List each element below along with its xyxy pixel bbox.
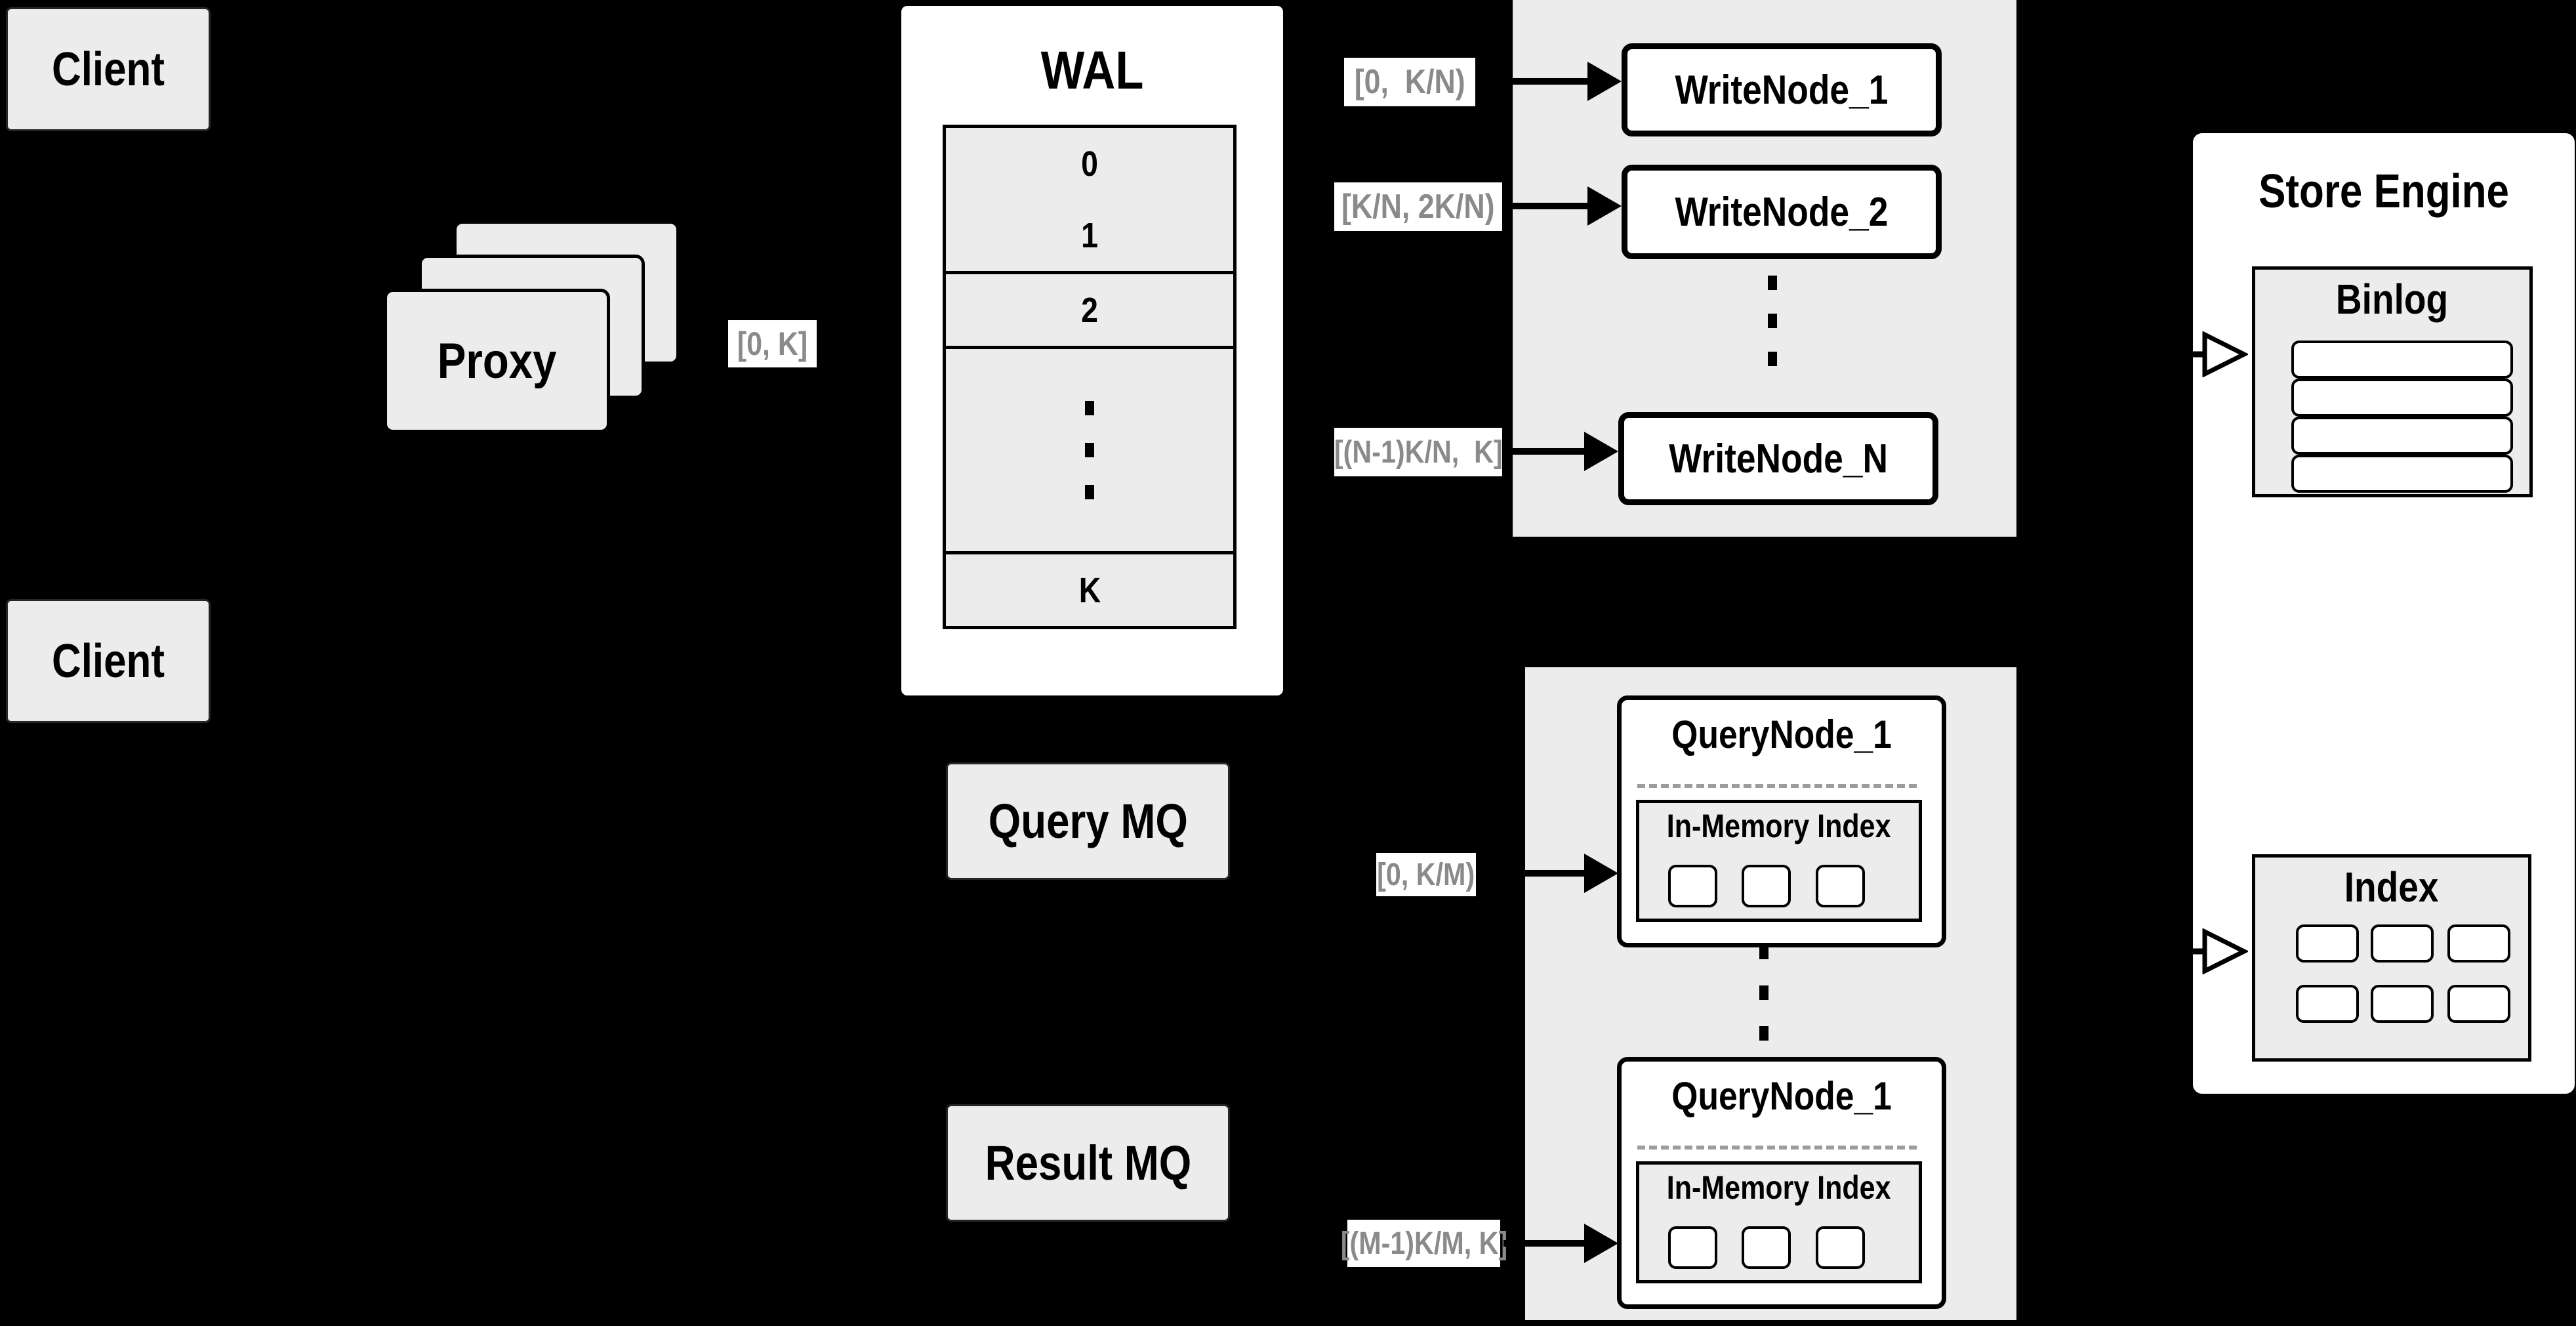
wal-cell-1-text: 1 bbox=[1081, 215, 1098, 255]
binlog-row-1 bbox=[2291, 341, 2513, 379]
arrow-to-binlog bbox=[2156, 331, 2248, 377]
wal-cell-k: K bbox=[943, 554, 1237, 629]
querynode-m-inmemory-title: In-Memory Index bbox=[1667, 1169, 1891, 1206]
arrow-to-index bbox=[2156, 928, 2248, 974]
arrow-to-writenode-2 bbox=[1506, 186, 1622, 226]
querynode-m-inmemory-title-wrap: In-Memory Index bbox=[1639, 1169, 1919, 1207]
edge-label-proxy-wal: [0, K] bbox=[728, 320, 817, 367]
index-title-wrap: Index bbox=[2255, 863, 2528, 911]
querynode-1-inmemory-box: In-Memory Index bbox=[1636, 800, 1922, 922]
query-mq-label: Query MQ bbox=[988, 794, 1188, 848]
querynode-1-segment-3 bbox=[1816, 865, 1865, 907]
writenode-2-box: WriteNode_2 bbox=[1622, 165, 1942, 259]
binlog-row-3 bbox=[2291, 417, 2513, 455]
edge-label-write-n-text: [(N-1)K/N, K] bbox=[1334, 434, 1503, 470]
wal-cell-k-text: K bbox=[1078, 570, 1101, 610]
index-title: Index bbox=[2344, 863, 2439, 911]
querynode-1-inmemory-title: In-Memory Index bbox=[1667, 808, 1891, 844]
querynode-1-segment-1 bbox=[1668, 865, 1717, 907]
client-top-box: Client bbox=[6, 7, 211, 131]
arrow-to-writenode-1 bbox=[1479, 62, 1622, 101]
edge-label-write-1-text: [0, K/N) bbox=[1354, 63, 1465, 101]
result-mq-box: Result MQ bbox=[946, 1104, 1230, 1222]
client-bottom-label: Client bbox=[51, 634, 165, 688]
querynode-1-segment-2 bbox=[1742, 865, 1791, 907]
index-chip-2 bbox=[2371, 924, 2434, 963]
edge-label-query-m-text: [(M-1)K/M, K] bbox=[1340, 1226, 1507, 1261]
edge-label-write-2-text: [K/N, 2K/N) bbox=[1341, 188, 1495, 226]
writenode-1-box: WriteNode_1 bbox=[1622, 43, 1942, 136]
edge-label-proxy-wal-text: [0, K] bbox=[737, 325, 808, 362]
querynode-1-divider bbox=[1637, 784, 1917, 788]
wal-cell-0-text: 0 bbox=[1081, 144, 1098, 184]
querynode-m-segment-1 bbox=[1668, 1226, 1717, 1269]
binlog-title: Binlog bbox=[2336, 276, 2449, 323]
index-chip-1 bbox=[2296, 924, 2359, 963]
writenode-n-box: WriteNode_N bbox=[1618, 412, 1938, 505]
writenode-n-label: WriteNode_N bbox=[1669, 436, 1888, 482]
querynode-1-title: QueryNode_1 bbox=[1671, 713, 1892, 756]
store-engine-title-wrap: Store Engine bbox=[2193, 165, 2575, 218]
wal-title: WAL bbox=[1040, 41, 1144, 100]
binlog-title-wrap: Binlog bbox=[2255, 275, 2529, 323]
wal-panel: WAL 0 1 2 K bbox=[898, 3, 1286, 699]
proxy-box: Proxy bbox=[384, 289, 610, 433]
writenode-2-label: WriteNode_2 bbox=[1675, 189, 1889, 235]
querynode-m-segment-2 bbox=[1742, 1226, 1791, 1269]
querynode-m-segment-3 bbox=[1816, 1226, 1865, 1269]
wal-title-wrap: WAL bbox=[901, 40, 1283, 102]
querynode-1-title-wrap: QueryNode_1 bbox=[1622, 712, 1942, 757]
arrow-to-querynode-m bbox=[1503, 1224, 1618, 1263]
wal-cell-1: 1 bbox=[943, 199, 1237, 274]
client-bottom-box: Client bbox=[6, 599, 211, 723]
index-chip-5 bbox=[2371, 985, 2434, 1023]
wal-cell-ellipsis bbox=[943, 349, 1237, 554]
edge-label-query-1-text: [0, K/M) bbox=[1377, 857, 1475, 892]
edge-label-write-2: [K/N, 2K/N) bbox=[1334, 182, 1502, 231]
index-chip-6 bbox=[2447, 985, 2510, 1023]
querynode-m-title-wrap: QueryNode_1 bbox=[1622, 1073, 1942, 1119]
querynode-vertical-ellipsis bbox=[1759, 945, 1768, 1041]
binlog-box: Binlog bbox=[2252, 266, 2533, 497]
arrow-to-querynode-1 bbox=[1499, 854, 1618, 893]
client-top-label: Client bbox=[51, 43, 165, 96]
querynode-m-divider bbox=[1637, 1146, 1917, 1150]
wal-vertical-ellipsis bbox=[1085, 401, 1094, 499]
querynode-1-box: QueryNode_1 In-Memory Index bbox=[1617, 695, 1946, 947]
querynode-m-inmemory-box: In-Memory Index bbox=[1636, 1161, 1922, 1283]
writenode-vertical-ellipsis bbox=[1768, 276, 1777, 366]
store-engine-title: Store Engine bbox=[2259, 165, 2509, 218]
binlog-row-4 bbox=[2291, 455, 2513, 493]
store-engine-panel: Store Engine Binlog Index bbox=[2189, 129, 2576, 1098]
binlog-row-2 bbox=[2291, 379, 2513, 417]
writenode-1-label: WriteNode_1 bbox=[1675, 67, 1889, 113]
result-mq-label: Result MQ bbox=[985, 1136, 1191, 1190]
query-mq-box: Query MQ bbox=[946, 762, 1230, 880]
proxy-label: Proxy bbox=[437, 333, 557, 389]
wal-cell-2-text: 2 bbox=[1081, 290, 1098, 330]
querynode-m-box: QueryNode_1 In-Memory Index bbox=[1617, 1057, 1946, 1309]
querynode-m-title: QueryNode_1 bbox=[1671, 1074, 1892, 1118]
wal-cell-0: 0 bbox=[943, 125, 1237, 203]
querynode-1-inmemory-title-wrap: In-Memory Index bbox=[1639, 807, 1919, 845]
index-chip-3 bbox=[2447, 924, 2510, 963]
edge-label-write-n: [(N-1)K/N, K] bbox=[1334, 428, 1502, 476]
index-chip-4 bbox=[2296, 985, 2359, 1023]
edge-label-query-m: [(M-1)K/M, K] bbox=[1340, 1220, 1507, 1267]
index-box: Index bbox=[2252, 854, 2531, 1062]
edge-label-query-1: [0, K/M) bbox=[1376, 853, 1476, 896]
arrow-to-writenode-n bbox=[1506, 432, 1618, 471]
wal-cell-2: 2 bbox=[943, 274, 1237, 349]
edge-label-write-1: [0, K/N) bbox=[1344, 58, 1475, 106]
